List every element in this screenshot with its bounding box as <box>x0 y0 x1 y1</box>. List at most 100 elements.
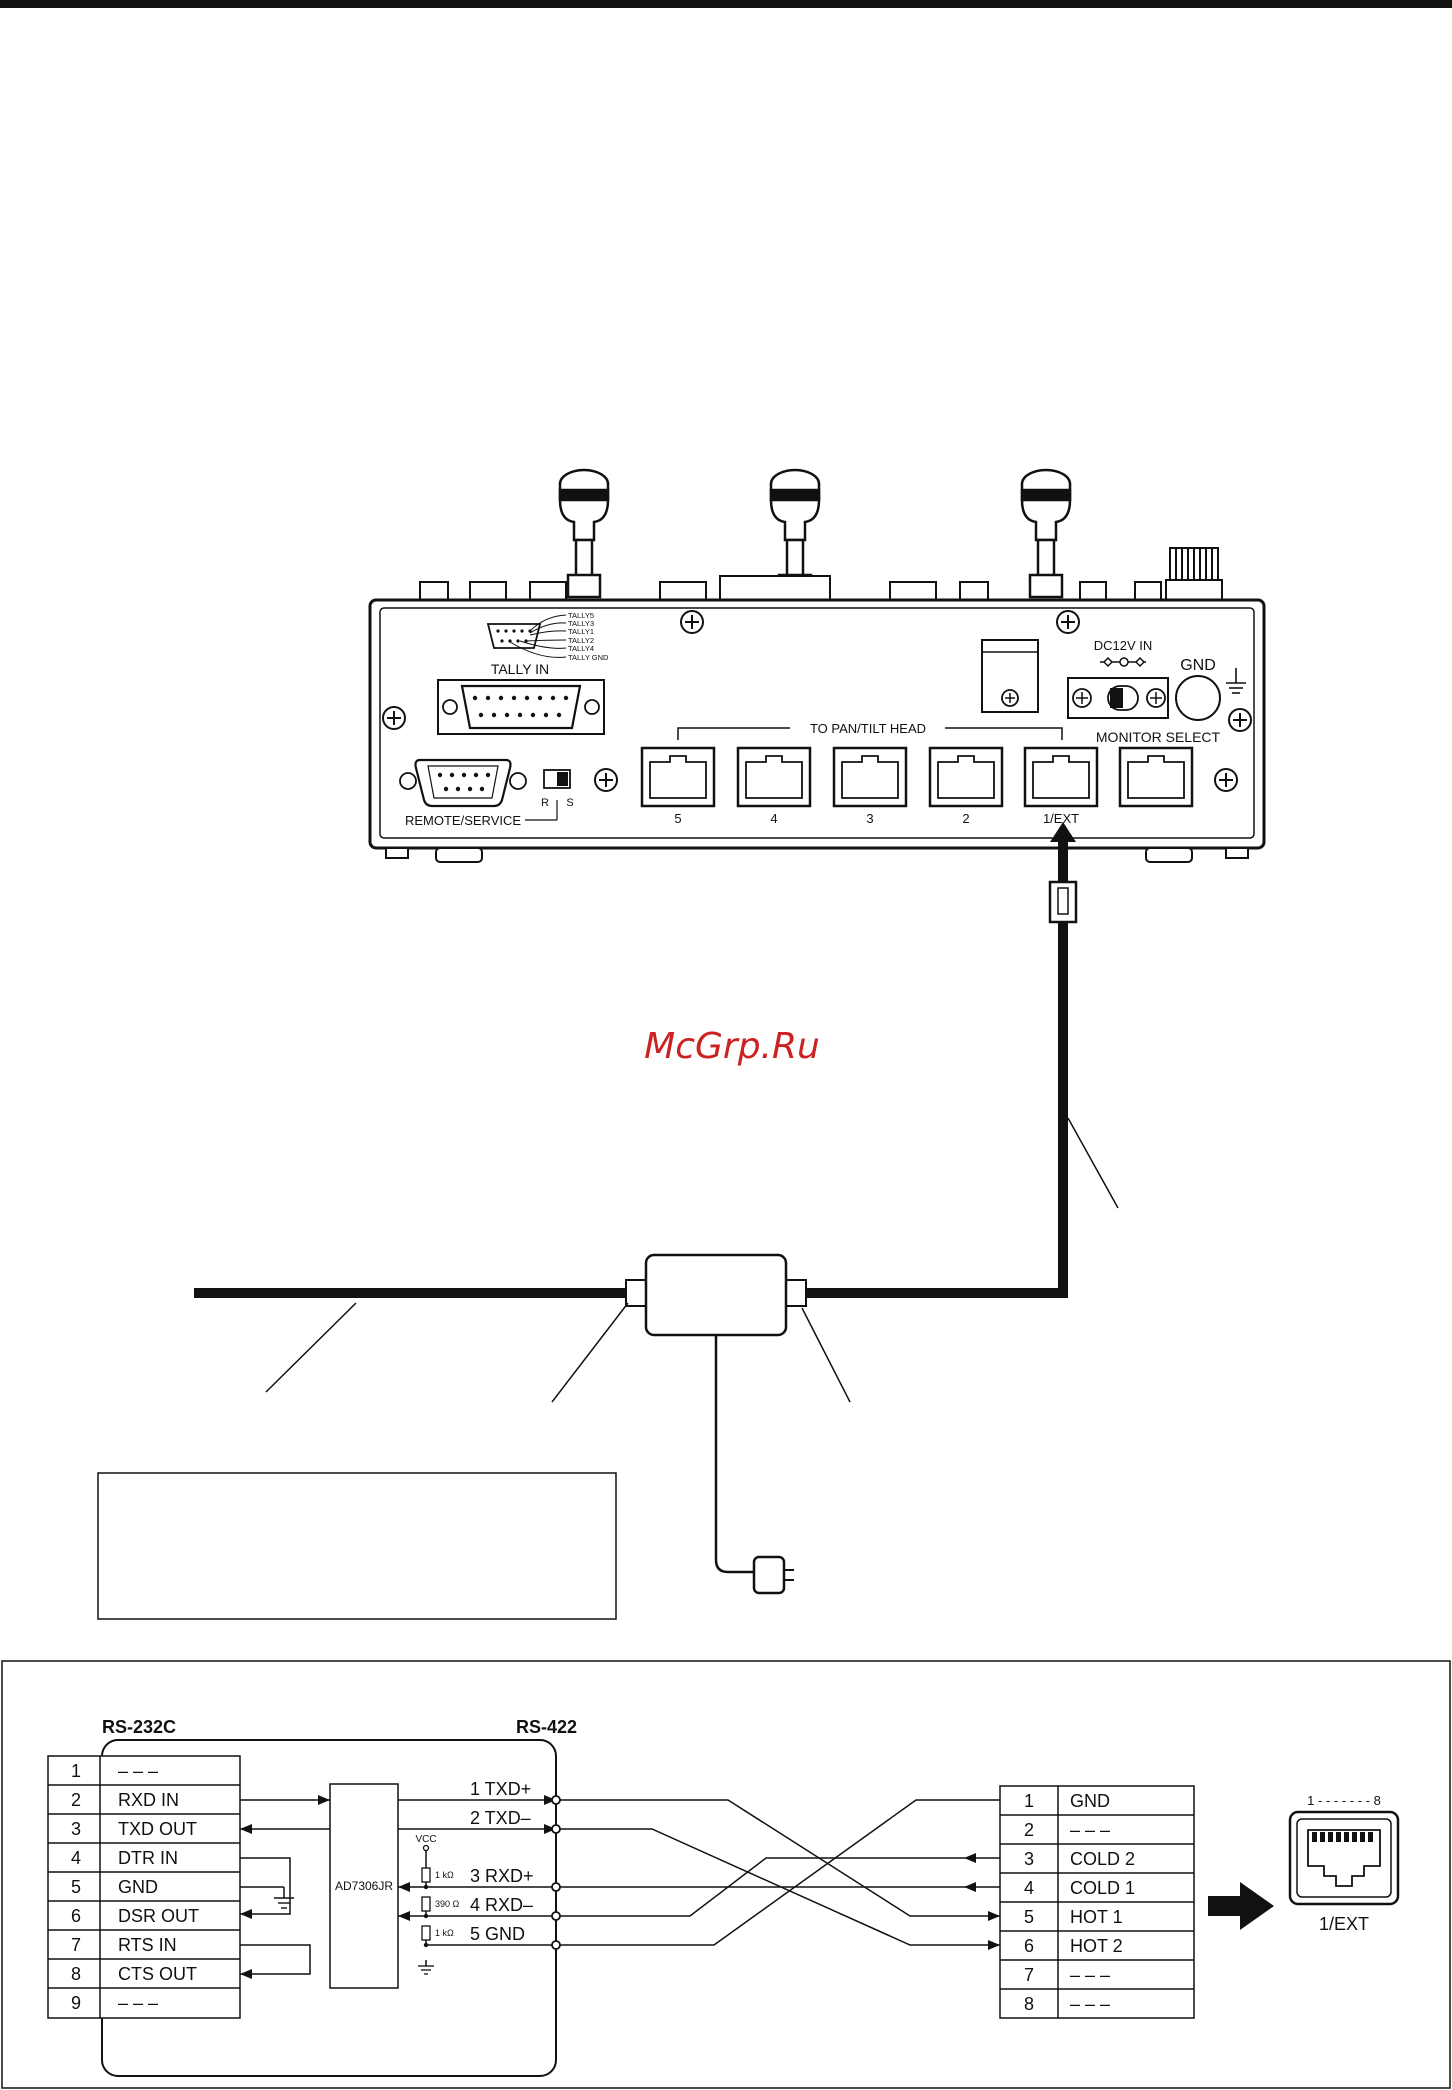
monitor-select-label: MONITOR SELECT <box>1096 729 1221 745</box>
arrow-heads <box>240 1795 330 1979</box>
pin-number: 6 <box>1024 1936 1034 1956</box>
rs422-signal: 1 TXD+ <box>470 1779 531 1799</box>
rj-port[interactable] <box>640 746 716 808</box>
tally-pin-label: TALLY GND <box>568 653 609 662</box>
pin-number: 3 <box>71 1819 81 1839</box>
rs232-pin-table <box>47 1755 241 2019</box>
device-feet <box>385 847 1249 863</box>
resistor-label: 390 Ω <box>435 1899 460 1909</box>
resistor-network <box>418 1844 434 1975</box>
pin-number: 5 <box>1024 1907 1034 1927</box>
pin-number: 1 <box>71 1761 81 1781</box>
joystick-left <box>558 468 610 599</box>
joystick-right <box>1020 468 1072 599</box>
pin-number: 2 <box>71 1790 81 1810</box>
pin-label: GND <box>1070 1791 1110 1811</box>
dc-polarity-icon <box>1100 656 1146 668</box>
pin-number: 3 <box>1024 1849 1034 1869</box>
converter-box <box>644 1253 788 1337</box>
pin-label: RXD IN <box>118 1790 179 1810</box>
rs422-signal: 3 RXD+ <box>470 1866 534 1886</box>
pan-tilt-bracket <box>677 727 1063 740</box>
monitor-select-port[interactable] <box>1118 746 1194 808</box>
pin-label: HOT 2 <box>1070 1936 1123 1956</box>
rs422-signal: 2 TXD– <box>470 1808 531 1828</box>
pin-label: HOT 1 <box>1070 1907 1123 1927</box>
pin-label: DTR IN <box>118 1848 178 1868</box>
resistor-label: 1 kΩ <box>435 1870 454 1880</box>
pin-number: 8 <box>71 1964 81 1984</box>
vcc-label: VCC <box>415 1834 436 1845</box>
rj-port[interactable] <box>928 746 1004 808</box>
tally-pin-label: TALLY1 <box>568 627 594 636</box>
resistor-label: 1 kΩ <box>435 1928 454 1938</box>
pin-number: 6 <box>71 1906 81 1926</box>
r-s-switch[interactable] <box>525 769 571 821</box>
dc-jack[interactable] <box>1067 677 1169 719</box>
pin-number: 9 <box>71 1993 81 2013</box>
pin-number: 4 <box>1024 1878 1034 1898</box>
gnd-terminal[interactable] <box>1175 675 1221 721</box>
tally-pin-label: TALLY3 <box>568 619 594 628</box>
pin-label: – – – <box>1070 1965 1110 1985</box>
pan-tilt-head-label: TO PAN/TILT HEAD <box>810 721 926 736</box>
pin-label: CTS OUT <box>118 1964 197 1984</box>
ground-icon <box>1226 668 1246 694</box>
pin-label: COLD 2 <box>1070 1849 1135 1869</box>
rj-port-1-ext[interactable] <box>1023 746 1099 808</box>
controller-device: TALLY5 TALLY3 TALLY1 TALLY2 TALLY4 TALLY… <box>368 468 1266 863</box>
pin-number: 5 <box>71 1877 81 1897</box>
pin-label: GND <box>118 1877 158 1897</box>
port-label: 4 <box>770 811 777 826</box>
remote-service-connector[interactable] <box>399 758 527 808</box>
rs232-title: RS-232C <box>102 1717 176 1737</box>
arrow-heads <box>964 1853 1000 1950</box>
pin-number: 7 <box>71 1935 81 1955</box>
pin-label: RTS IN <box>118 1935 177 1955</box>
ad7306-chip <box>329 1783 399 1989</box>
pin-number: 1 <box>1024 1791 1034 1811</box>
cable-assembly <box>194 822 1119 1595</box>
rj-port[interactable] <box>736 746 812 808</box>
cross-wiring <box>560 1799 1000 1946</box>
watermark: McGrp.Ru <box>644 1026 820 1067</box>
pin-label: DSR OUT <box>118 1906 199 1926</box>
dc-in-label: DC12V IN <box>1094 638 1153 653</box>
tally-in-connector[interactable] <box>437 679 605 735</box>
tally-in-label: TALLY IN <box>491 661 549 677</box>
rj-jack-front-view <box>1288 1810 1400 1906</box>
arrow-right-icon <box>1208 1882 1274 1930</box>
rj-port[interactable] <box>832 746 908 808</box>
ac-adapter-plug <box>752 1555 786 1595</box>
pin-number: 8 <box>1024 1994 1034 2014</box>
rs232-wires <box>240 1799 330 1975</box>
power-knob <box>1165 547 1223 603</box>
arrow-up-icon <box>1050 822 1076 842</box>
tally-pin-label: TALLY4 <box>568 644 594 653</box>
remote-service-label: REMOTE/SERVICE <box>405 813 521 828</box>
pin-number: 7 <box>1024 1965 1034 1985</box>
pin-label: COLD 1 <box>1070 1878 1135 1898</box>
port-label: 5 <box>674 811 681 826</box>
ground-icon <box>274 1897 294 1909</box>
jack-pin-range: 1 - - - - - - - 8 <box>1307 1793 1381 1808</box>
tally-pin-label: TALLY2 <box>568 636 594 645</box>
rs422-signal: 4 RXD– <box>470 1895 533 1915</box>
rj-pins: 1 GND 2 – – – 3 COLD 2 4 COLD 1 5 HOT 1 … <box>1024 1791 1135 2014</box>
schematic-frame <box>1 1660 1451 2089</box>
switch-r-label: R <box>541 797 549 809</box>
pin-label: TXD OUT <box>118 1819 197 1839</box>
chip-label: AD7306JR <box>335 1879 393 1893</box>
pin-label: – – – <box>118 1761 158 1781</box>
jack-label: 1/EXT <box>1319 1914 1369 1934</box>
port-label: 3 <box>866 811 873 826</box>
top-rule <box>0 0 1452 8</box>
rs422-title: RS-422 <box>516 1717 577 1737</box>
tally-pin-label: TALLY5 <box>568 611 594 620</box>
cover-plate <box>981 639 1039 713</box>
arrow-heads <box>398 1795 556 1921</box>
screw-icon <box>382 610 1252 792</box>
switch-s-label: S <box>566 797 573 809</box>
pin-label: – – – <box>1070 1994 1110 2014</box>
